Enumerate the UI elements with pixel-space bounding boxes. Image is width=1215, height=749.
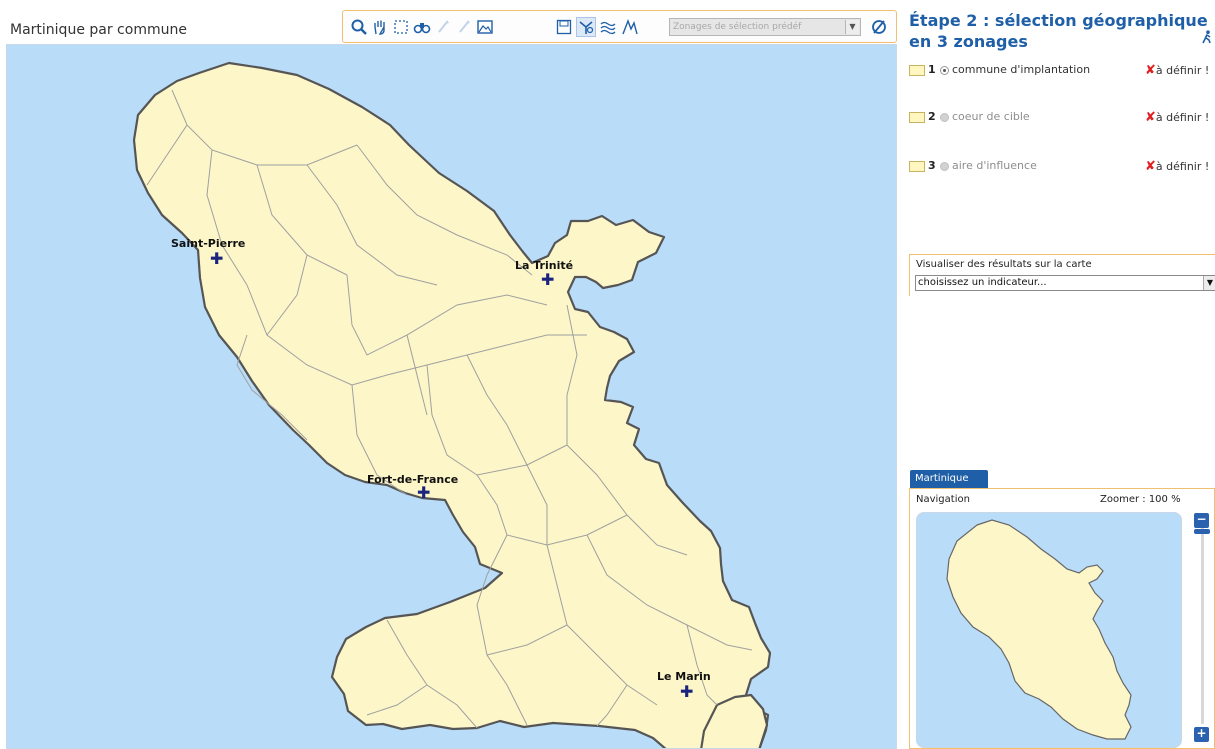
walking-person-icon[interactable]: [1200, 30, 1214, 44]
navigation-label: Navigation: [916, 494, 970, 505]
overview-island[interactable]: [917, 513, 1181, 747]
town-label: La Trinité: [515, 259, 573, 272]
save-icon[interactable]: [555, 18, 573, 36]
binoculars-icon[interactable]: [413, 18, 431, 36]
zone-label: commune d'implantation: [952, 63, 1091, 76]
zoom-level: Zoomer : 100 %: [1100, 494, 1181, 505]
zone-label: aire d'influence: [952, 159, 1037, 172]
image-export-icon[interactable]: [476, 18, 494, 36]
town-le-marin[interactable]: Le Marin ✚: [657, 670, 711, 701]
zone-radio[interactable]: [940, 162, 949, 171]
zone-status-text: à définir !: [1155, 111, 1210, 124]
preset-zoning-select[interactable]: Zonages de sélection prédéf ▼: [669, 18, 861, 36]
relief-layer-icon[interactable]: [621, 18, 639, 36]
indicator-label: Visualiser des résultats sur la carte: [916, 259, 1092, 270]
zone-number: 1: [928, 63, 936, 76]
martinique-map[interactable]: Saint-Pierre ✚ La Trinité ✚ Fort-de-Fran…: [7, 45, 897, 749]
indicator-select[interactable]: choisissez un indicateur... ▼: [915, 275, 1215, 291]
cross-icon: ✘: [1145, 159, 1156, 174]
town-label: Fort-de-France: [367, 473, 458, 486]
zone-status-text: à définir !: [1155, 160, 1210, 173]
zoom-out-icon[interactable]: −: [1194, 513, 1209, 528]
town-marker-icon: ✚: [680, 682, 693, 701]
zoom-slider-thumb[interactable]: [1194, 529, 1210, 534]
zoom-in-icon[interactable]: +: [1194, 727, 1209, 742]
filter-active-icon[interactable]: [576, 17, 596, 37]
zoom-icon[interactable]: [350, 18, 368, 36]
town-label: Le Marin: [657, 670, 711, 683]
navigation-panel: Navigation Zoomer : 100 % − +: [909, 488, 1215, 749]
zone-number: 3: [928, 159, 936, 172]
overview-map[interactable]: [916, 512, 1182, 748]
zone-color-swatch[interactable]: [909, 65, 925, 76]
zone-label: coeur de cible: [952, 110, 1030, 123]
zone-status[interactable]: ✘à définir !: [1145, 159, 1209, 174]
zone-color-swatch[interactable]: [909, 161, 925, 172]
cross-icon: ✘: [1145, 63, 1156, 78]
disabled-tool-icon[interactable]: [455, 18, 473, 36]
clear-selection-icon[interactable]: [870, 18, 888, 36]
indicator-select-value: choisissez un indicateur...: [918, 277, 1047, 288]
main-map[interactable]: Saint-Pierre ✚ La Trinité ✚ Fort-de-Fran…: [6, 44, 897, 749]
town-saint-pierre[interactable]: Saint-Pierre ✚: [171, 237, 245, 268]
map-toolbar: Zonages de sélection prédéf ▼: [342, 10, 897, 43]
commune-borders: [146, 89, 753, 729]
zone-row-1[interactable]: 1 commune d'implantation ✘à définir !: [909, 63, 1215, 79]
town-marker-icon: ✚: [541, 270, 554, 289]
zone-row-3[interactable]: 3 aire d'influence ✘à définir !: [909, 159, 1215, 175]
panel-title: Étape 2 : sélection géographique en 3 zo…: [909, 11, 1208, 51]
zone-number: 2: [928, 110, 936, 123]
zone-row-2[interactable]: 2 coeur de cible ✘à définir !: [909, 110, 1215, 126]
select-frame-icon[interactable]: [392, 18, 410, 36]
preset-zoning-value: Zonages de sélection prédéf: [673, 22, 802, 32]
indicator-panel: Visualiser des résultats sur la carte ch…: [909, 254, 1215, 296]
tab-martinique[interactable]: Martinique: [910, 470, 988, 488]
town-marker-icon: ✚: [417, 483, 430, 502]
zone-radio[interactable]: [940, 66, 949, 75]
southeast-peninsula[interactable]: [700, 693, 769, 749]
town-label: Saint-Pierre: [171, 237, 245, 250]
zone-status[interactable]: ✘à définir !: [1145, 63, 1209, 78]
town-fort-de-france[interactable]: Fort-de-France ✚: [367, 473, 458, 502]
zoom-slider-track[interactable]: [1201, 519, 1204, 724]
zone-status-text: à définir !: [1155, 64, 1210, 77]
martinique-landmass[interactable]: [132, 61, 772, 749]
town-marker-icon: ✚: [210, 249, 223, 268]
chevron-down-icon: ▼: [845, 20, 859, 34]
zone-radio[interactable]: [940, 113, 949, 122]
chevron-down-icon: ▼: [1203, 276, 1215, 290]
map-title: Martinique par commune: [10, 22, 187, 38]
waves-layer-icon[interactable]: [599, 18, 617, 36]
disabled-tool-icon[interactable]: [434, 18, 452, 36]
pan-hand-icon[interactable]: [371, 18, 389, 36]
zone-color-swatch[interactable]: [909, 112, 925, 123]
zone-status[interactable]: ✘à définir !: [1145, 110, 1209, 125]
town-la-trinite[interactable]: La Trinité ✚: [515, 259, 573, 289]
cross-icon: ✘: [1145, 110, 1156, 125]
